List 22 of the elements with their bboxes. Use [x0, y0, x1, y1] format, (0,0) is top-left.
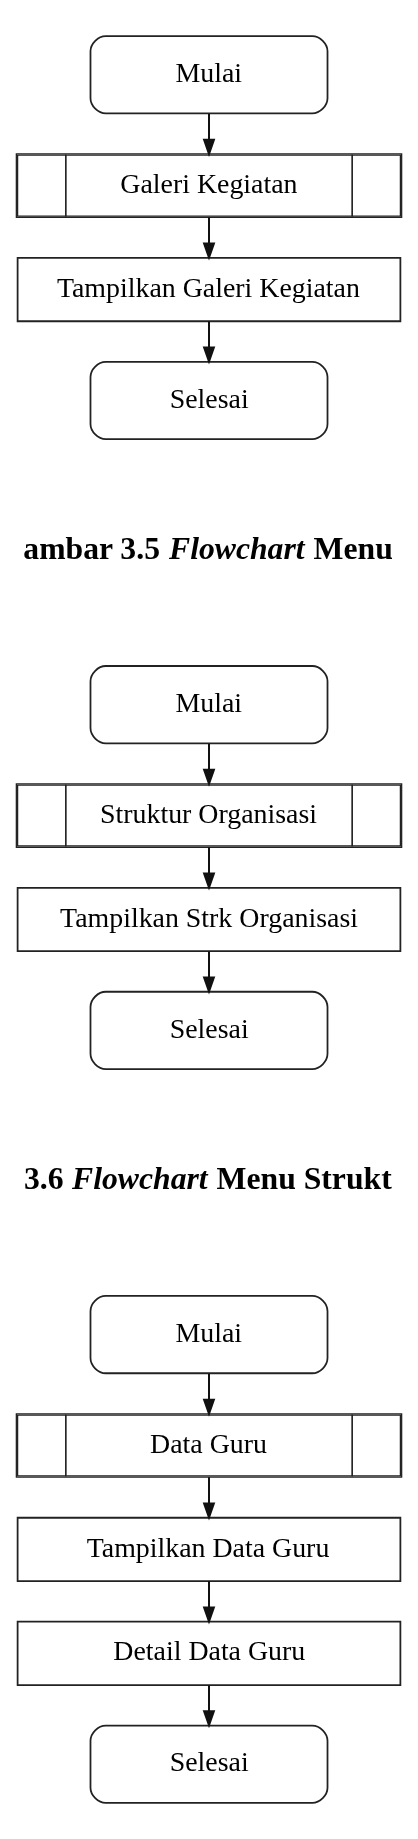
label: ambar 3.5 Flowchart Menu	[23, 530, 393, 566]
arrow	[202, 113, 216, 157]
node-box: Detail Data Guru	[16, 1620, 402, 1686]
node-box: Tampilkan Galeri Kegiatan	[16, 257, 402, 323]
arrow	[202, 1685, 216, 1729]
node-box: Selesai	[89, 360, 329, 440]
arrow	[202, 1581, 216, 1625]
node-box: Tampilkan Data Guru	[16, 1516, 402, 1582]
arrow	[202, 951, 216, 995]
arrow	[202, 1477, 216, 1521]
node-box: Mulai	[89, 1295, 329, 1375]
node-box: Selesai	[89, 990, 329, 1070]
arrow	[202, 217, 216, 261]
node-box: Mulai	[89, 665, 329, 745]
arrow	[202, 743, 216, 787]
arrow	[202, 1373, 216, 1417]
node-box: Tampilkan Strk Organisasi	[16, 886, 402, 953]
arrow	[202, 847, 216, 891]
node-box: Mulai	[89, 35, 329, 115]
node-box: Selesai	[89, 1724, 329, 1804]
arrow	[202, 321, 216, 365]
label: 3.6 Flowchart Menu Strukt	[23, 1160, 392, 1196]
